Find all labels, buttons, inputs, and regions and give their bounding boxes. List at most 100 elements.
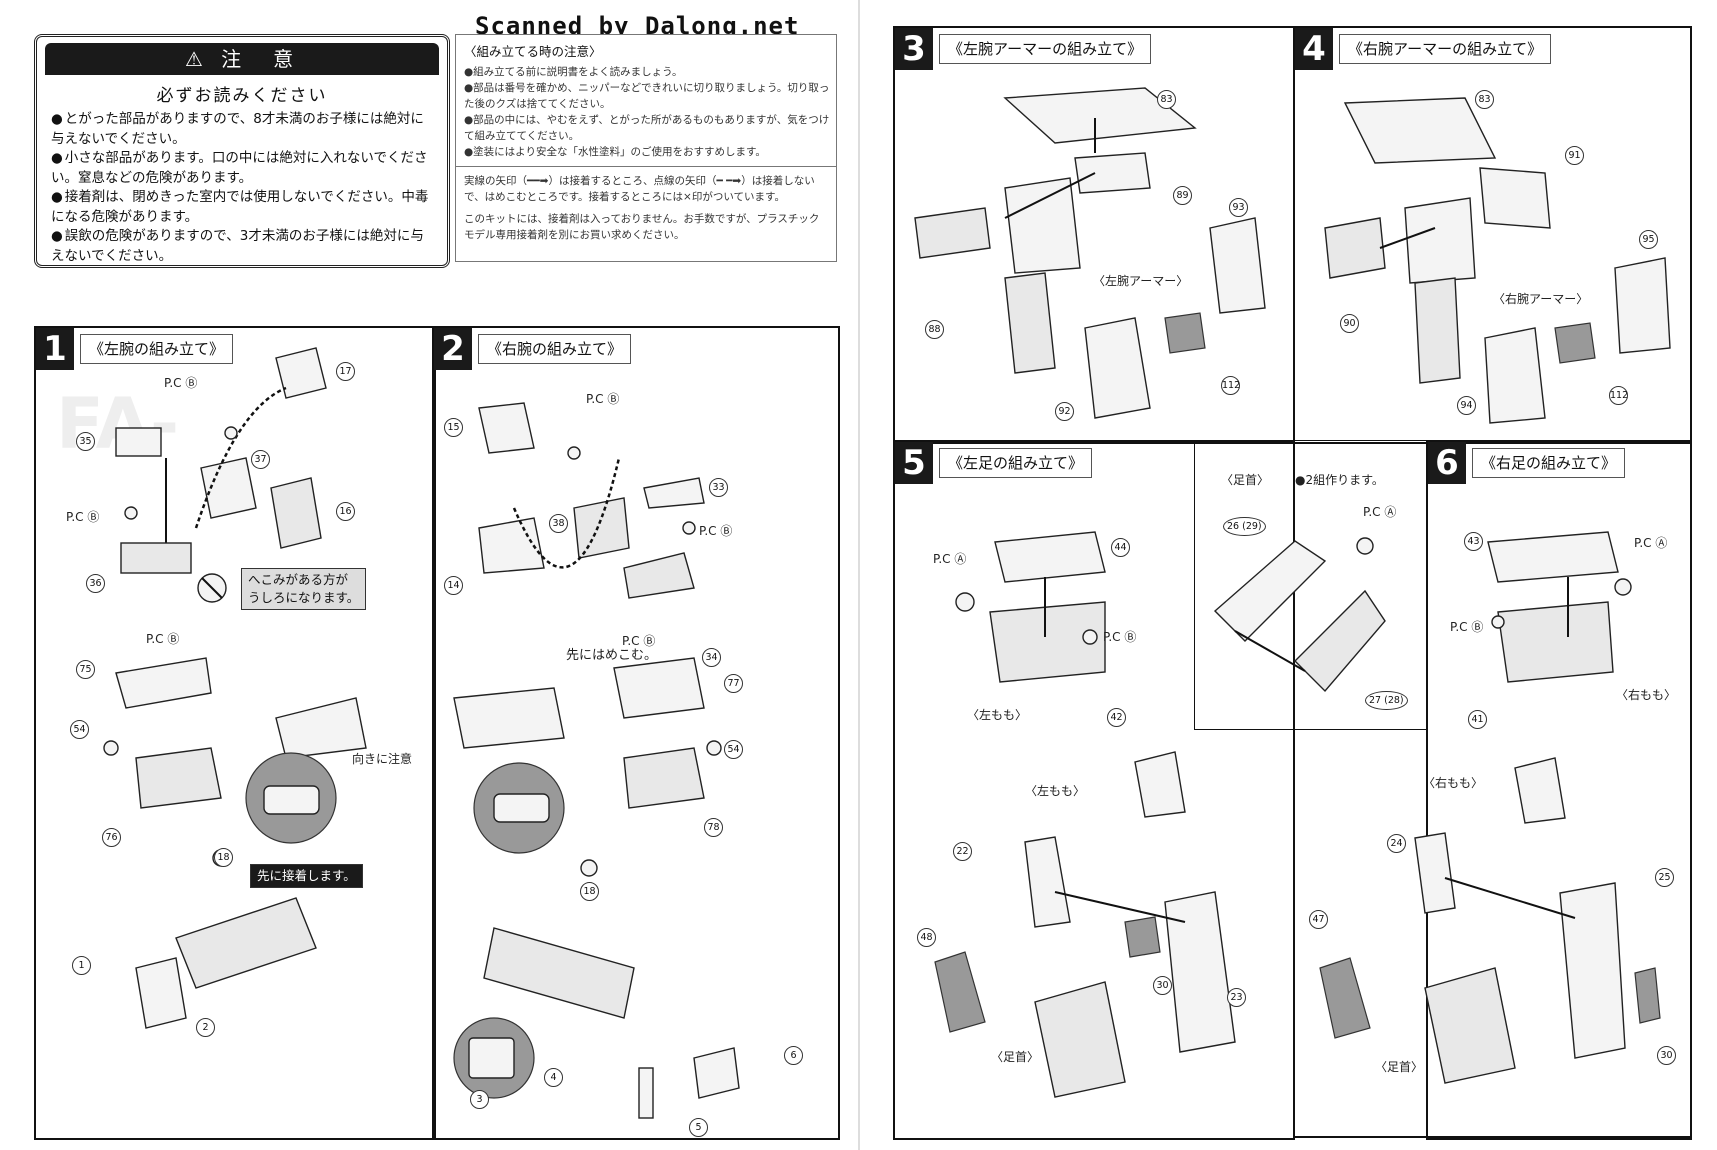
- part-75: [115, 657, 212, 709]
- part-94: [1484, 327, 1546, 424]
- part-number: 26 (29): [1223, 517, 1266, 536]
- ankle-label: 〈足首〉: [1221, 473, 1270, 487]
- step-3-panel: 3 《左腕アーマーの組み立て》 〈左腕アーマー〉 83 89 88 92 93 …: [893, 26, 1295, 444]
- part-92: [1084, 317, 1151, 419]
- part-112: [1164, 312, 1206, 354]
- forearm-assembly: [175, 897, 317, 989]
- part-88: [914, 207, 991, 259]
- step-5-diagram: [934, 531, 1236, 1098]
- part-41: [1497, 601, 1614, 683]
- part-number: 30: [1153, 976, 1172, 995]
- arm-part: [275, 697, 367, 759]
- pc-b-part: [224, 426, 238, 440]
- pc-a-label: P.C Ⓐ: [1634, 536, 1668, 550]
- part-54: [706, 740, 722, 756]
- step-title: 《右足の組み立て》: [1472, 448, 1626, 478]
- step-1-diagram: FA-: [56, 347, 367, 1029]
- part-number: 92: [1055, 402, 1074, 421]
- part-number: 25: [1655, 868, 1674, 887]
- notes-item: 塗装にはより安全な「水性塗料」のご使用をおすすめします。: [464, 144, 830, 160]
- step-2-panel: 2 《右腕の組み立て》 P.C Ⓑ P.C Ⓑ P.C Ⓑ 先にはめこむ。 15…: [432, 326, 840, 1140]
- part-number: 34: [702, 648, 721, 667]
- part-24: [1414, 832, 1456, 914]
- fit-line: [194, 386, 287, 529]
- pc-b-label: P.C Ⓑ: [164, 376, 198, 390]
- left-thigh-label: 〈左もも〉: [1025, 784, 1086, 798]
- pc-b-label: P.C Ⓑ: [586, 392, 620, 406]
- part-number: 83: [1157, 90, 1176, 109]
- part-number: 42: [1107, 708, 1126, 727]
- caution-item: 接着剤は、閉めきった室内では使用しないでください。中毒になる危険があります。: [51, 188, 437, 227]
- part-number: 83: [1475, 90, 1494, 109]
- caution-subtitle: 必ずお読みください: [156, 86, 328, 106]
- part-number: 35: [76, 432, 95, 451]
- ankle-part: [1424, 967, 1516, 1084]
- fit-line: [512, 457, 621, 569]
- part-83: [1343, 97, 1497, 164]
- part-78: [623, 747, 705, 809]
- part-number: 5: [689, 1118, 708, 1137]
- page-fold: [858, 0, 860, 1150]
- part-23: [1164, 891, 1236, 1053]
- ankle-part: [1034, 981, 1126, 1098]
- part-90: [1324, 217, 1386, 279]
- orientation-label: 向きに注意: [352, 752, 413, 766]
- part-number: 2: [196, 1018, 215, 1037]
- notes-list: 組み立てる前に説明書をよく読みましょう。 部品は番号を確かめ、ニッパーなどできれ…: [456, 64, 836, 160]
- step-2-diagram: [453, 402, 740, 1119]
- part-1: [135, 957, 187, 1029]
- arm-armor-lower: [1004, 272, 1056, 374]
- part-35: [115, 427, 162, 457]
- part-number: 95: [1639, 230, 1658, 249]
- warning-icon: ⚠: [184, 47, 209, 71]
- part-number: 94: [1457, 396, 1476, 415]
- part-17: [275, 347, 327, 399]
- part-77: [613, 657, 705, 719]
- part-83: [1003, 87, 1197, 144]
- part-number: 91: [1565, 146, 1584, 165]
- part-number: 90: [1340, 314, 1359, 333]
- part-number: 27 (28): [1365, 691, 1408, 710]
- pc-b-label: P.C Ⓑ: [66, 510, 100, 524]
- pc-b-label: P.C Ⓑ: [146, 632, 180, 646]
- step-title: 《左足の組み立て》: [939, 448, 1093, 478]
- part-number: 33: [709, 478, 728, 497]
- glue-note: このキットには、接着剤は入っておりません。お手数ですが、プラスチックモデル専用接…: [464, 213, 820, 241]
- glue-first-callout: 先に接着します。: [250, 864, 363, 888]
- step-title: 《左腕の組み立て》: [80, 334, 234, 364]
- step-number: 4: [1295, 28, 1333, 70]
- part-5: [638, 1067, 654, 1119]
- step-title: 《右腕の組み立て》: [478, 334, 632, 364]
- part-number: 30: [1657, 1046, 1676, 1065]
- right-arm-armor-label: 〈右腕アーマー〉: [1493, 292, 1589, 306]
- part-number: 112: [1221, 376, 1240, 395]
- part-6: [693, 1047, 740, 1099]
- part-number: 54: [724, 740, 743, 759]
- part-38: [573, 497, 630, 559]
- pc-b-label: P.C Ⓑ: [1103, 630, 1137, 644]
- arm-armor-lower: [1414, 277, 1461, 384]
- step-title: 《右腕アーマーの組み立て》: [1339, 34, 1552, 64]
- caution-list: とがった部品がありますので、8才未満のお子様には絶対に与えないでください。 小さ…: [37, 110, 447, 266]
- step-6-lower-diagram: [1319, 757, 1661, 1084]
- part-91: [1479, 167, 1551, 229]
- part-number: 37: [251, 450, 270, 469]
- part-number: 38: [549, 514, 568, 533]
- pc-a-label: P.C Ⓐ: [933, 552, 967, 566]
- part-number: 17: [336, 362, 355, 381]
- hekomi-callout: へこみがある方が うしろになります。: [241, 568, 367, 610]
- pc-b-part: [682, 521, 696, 535]
- notes-item: 部品は番号を確かめ、ニッパーなどできれいに切り取りましょう。切り取った後のクズは…: [464, 80, 830, 112]
- pc-a-part: [1356, 537, 1374, 555]
- step-6-diagram: [1487, 531, 1632, 683]
- right-thigh-label: 〈右もも〉: [1616, 688, 1677, 702]
- part-number: 48: [917, 928, 936, 947]
- step-5-panel: 5 《左足の組み立て》 P.C Ⓐ P.C Ⓑ 〈左もも〉 〈左もも〉 〈足首〉…: [893, 440, 1295, 1140]
- step-number: 1: [36, 328, 74, 370]
- pc-b-part: [1082, 629, 1098, 645]
- part-15: [478, 402, 535, 454]
- arm-part: [453, 687, 565, 749]
- pc-a-label: P.C Ⓐ: [1363, 505, 1397, 519]
- part-54: [103, 740, 119, 756]
- part-42: [989, 601, 1106, 683]
